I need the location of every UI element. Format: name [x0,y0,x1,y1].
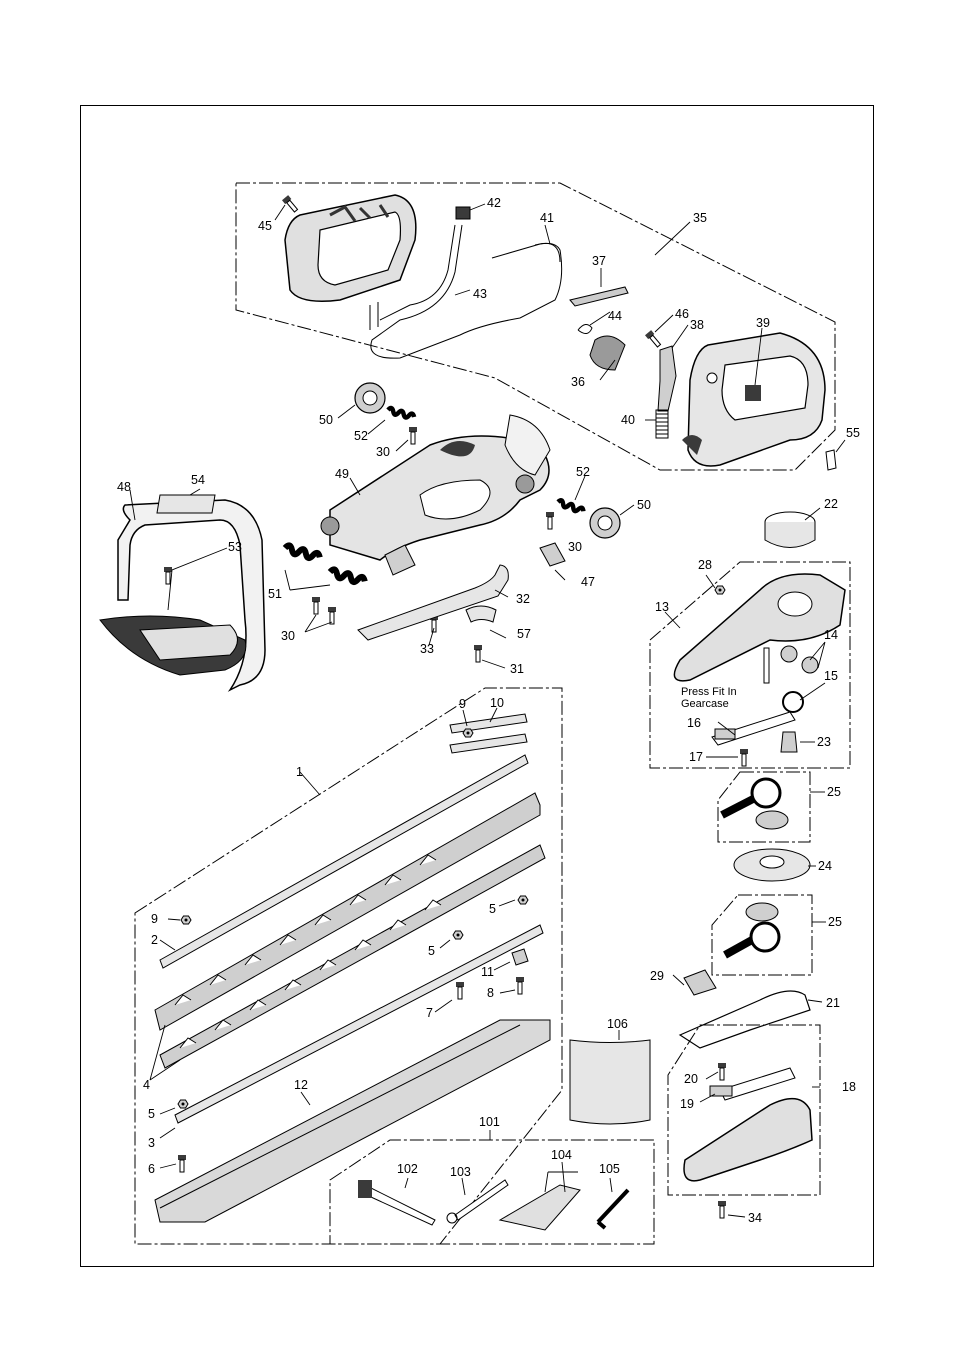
callout-47: 47 [581,575,595,589]
callout-6: 6 [148,1162,155,1176]
callout-103: 103 [450,1165,471,1179]
callout-50-right: 50 [637,498,651,512]
callout-24: 24 [818,859,832,873]
springs-and-caps [164,195,662,662]
callout-9-left: 9 [151,912,158,926]
callout-44: 44 [608,309,622,323]
callout-29: 29 [650,969,664,983]
throttle-trigger-icon [745,385,761,401]
callout-106: 106 [607,1017,628,1031]
callout-38: 38 [690,318,704,332]
seal-parts [684,779,810,995]
callout-4: 4 [143,1078,150,1092]
callout-55: 55 [846,426,860,440]
callout-30-right: 30 [568,540,582,554]
callout-105: 105 [599,1162,620,1176]
callout-3: 3 [148,1136,155,1150]
callout-45: 45 [258,219,272,233]
callout-41: 41 [540,211,554,225]
callout-30-top: 30 [376,445,390,459]
callout-34: 34 [748,1211,762,1225]
callout-53: 53 [228,540,242,554]
callout-11: 11 [481,965,494,979]
callout-2: 2 [151,933,158,947]
callout-54: 54 [191,473,205,487]
rear-handle-part [682,333,825,466]
hex-key-icon [598,1190,628,1228]
callout-52-right: 52 [576,465,590,479]
callout-30-left: 30 [281,629,295,643]
callout-9-top: 9 [459,697,466,711]
callout-50-top: 50 [319,413,333,427]
callout-5-mid: 5 [428,944,435,958]
callout-7: 7 [426,1006,433,1020]
screwdriver-icon [500,1185,580,1230]
callout-40: 40 [621,413,635,427]
callout-39: 39 [756,316,770,330]
callout-13: 13 [655,600,669,614]
callout-51: 51 [268,587,282,601]
callout-28: 28 [698,558,712,572]
callout-36: 36 [571,375,585,389]
tool-bag-icon [570,1040,650,1124]
callout-101: 101 [479,1115,500,1129]
wrench-icon [455,1180,508,1220]
callout-32: 32 [516,592,530,606]
callout-12: 12 [294,1078,308,1092]
plug-55-icon [826,450,836,470]
callout-48: 48 [117,480,131,494]
callout-35: 35 [693,211,707,225]
callout-42: 42 [487,196,501,210]
callout-8: 8 [487,986,494,1000]
callout-104: 104 [551,1148,572,1162]
note-press-fit-line1: Press Fit In [681,686,737,698]
callout-31: 31 [510,662,524,676]
note-press-fit-line2: Gearcase [681,698,729,710]
callout-21: 21 [826,996,840,1010]
callout-57: 57 [517,627,531,641]
callout-52-top: 52 [354,429,368,443]
callout-17: 17 [689,750,703,764]
callout-37: 37 [592,254,606,268]
callout-18: 18 [842,1080,856,1094]
callout-43: 43 [473,287,487,301]
callout-10: 10 [490,696,504,710]
front-handle-part [100,495,265,690]
callout-5-left: 5 [148,1107,155,1121]
callout-16: 16 [687,716,701,730]
callout-33: 33 [420,642,434,656]
callout-102: 102 [397,1162,418,1176]
callout-25-bottom: 25 [828,915,842,929]
tool-parts [358,1040,650,1230]
callout-25-top: 25 [827,785,841,799]
callout-5-right: 5 [489,902,496,916]
callout-14: 14 [824,628,838,642]
callout-23: 23 [817,735,831,749]
handle-half-left-part [285,195,416,301]
callout-1: 1 [296,765,303,779]
callout-22: 22 [824,497,838,511]
callout-49: 49 [335,467,349,481]
callout-46: 46 [675,307,689,321]
label-54-icon [157,495,215,513]
gasket-part [680,991,810,1048]
callout-20: 20 [684,1072,698,1086]
callout-19: 19 [680,1097,694,1111]
switch-icon [456,207,470,219]
callout-15: 15 [824,669,838,683]
